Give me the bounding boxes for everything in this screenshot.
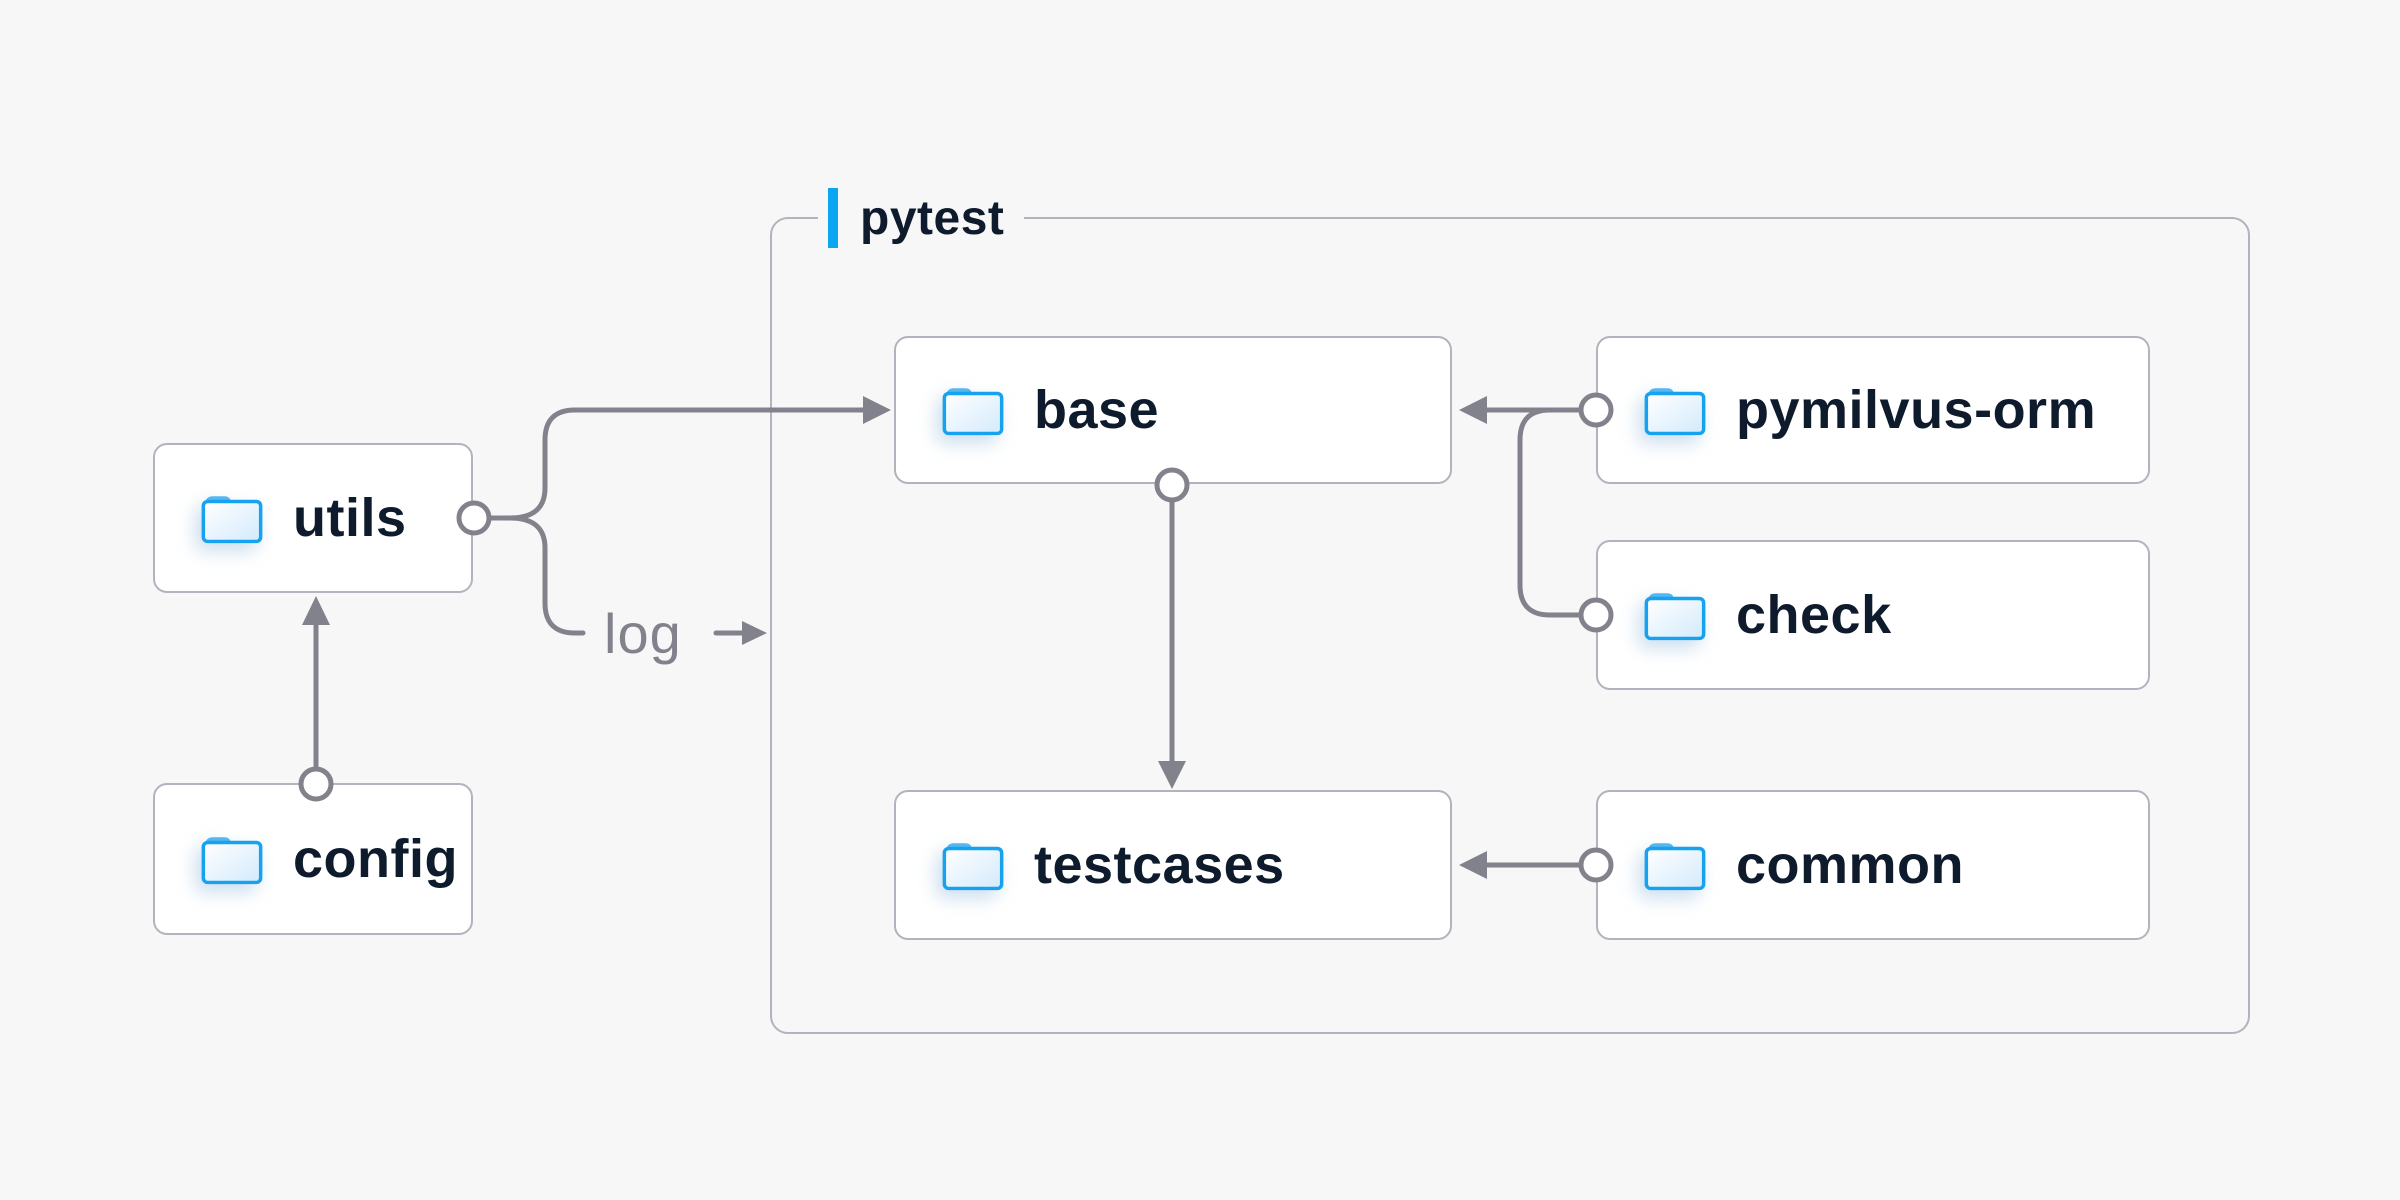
edge-config-to-utils [302,596,330,770]
edge-label-log: log [604,602,682,665]
node-label-testcases: testcases [1034,835,1285,895]
folder-icon [1644,388,1706,436]
folder-icon [942,843,1004,891]
node-label-check: check [1736,585,1892,645]
folder-icon [942,388,1004,436]
node-pymilvus-orm: pymilvus-orm [1596,336,2150,484]
node-check: check [1596,540,2150,690]
node-testcases: testcases [894,790,1452,940]
node-label-base: base [1034,380,1160,440]
folder-icon [201,496,263,544]
node-label-config: config [293,829,458,889]
folder-icon [201,837,263,885]
pytest-container-label: pytest [818,186,1025,250]
node-base: base [894,336,1452,484]
container-title: pytest [860,191,1005,245]
node-label-pymilvus-orm: pymilvus-orm [1736,380,2097,440]
node-label-utils: utils [293,488,407,548]
node-config: config [153,783,473,935]
accent-bar-icon [828,188,838,248]
folder-icon [1644,593,1706,641]
pytest-container: pytest [770,186,2250,1034]
node-common: common [1596,790,2150,940]
folder-icon [1644,843,1706,891]
node-utils: utils [153,443,473,593]
node-label-common: common [1736,835,1965,895]
